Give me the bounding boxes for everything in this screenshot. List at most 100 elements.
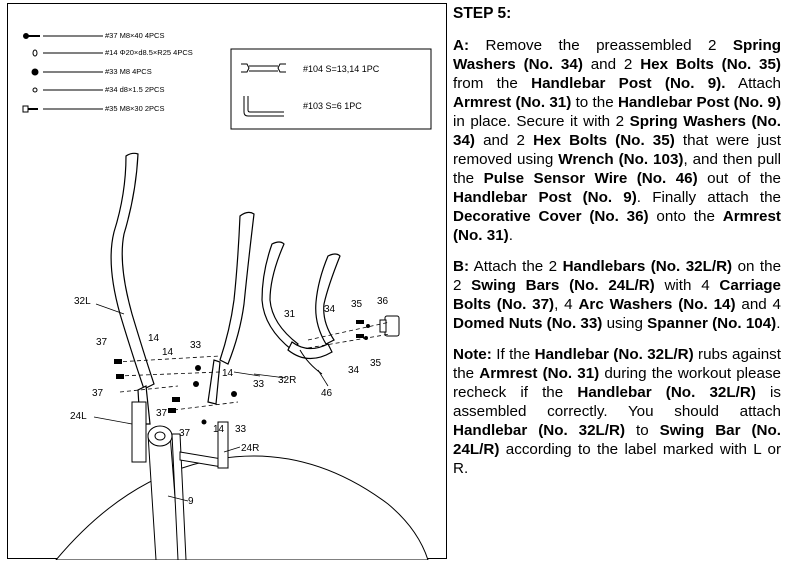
bold-text-run: Swing Bars (No. 24L/R) — [471, 277, 655, 294]
part-37-label: #37 M8×40 4PCS — [105, 31, 164, 40]
callout-31: 31 — [284, 309, 296, 320]
arc-washer-icon — [32, 49, 38, 57]
bold-text-run: Arc Washers (No. 14) — [578, 296, 736, 313]
spring-washer-icon — [32, 87, 38, 93]
part-33-label: #33 M8 4PCS — [105, 67, 152, 76]
text-run: Attach the 2 — [469, 258, 563, 275]
base-contour — [55, 455, 429, 560]
wrench-icon — [241, 63, 286, 73]
text-run: with 4 — [654, 277, 720, 294]
text-run: that were just removed using — [453, 132, 781, 168]
decorative-cover-36 — [379, 315, 400, 337]
handlebar-32R — [207, 211, 255, 405]
assembly-guides — [115, 321, 391, 411]
text-run: on the 2 — [453, 258, 782, 294]
domed-nut-icon — [31, 68, 39, 76]
callout-46: 46 — [321, 388, 333, 399]
bold-text-run: Swing Bar (No. 24L/R) — [453, 422, 781, 458]
callout-24L: 24L — [70, 411, 87, 422]
hex-key-icon — [243, 96, 284, 117]
assembly-diagram: #37 M8×40 4PCS #14 Φ20×d8.5×R25 4PCS #33… — [22, 31, 432, 560]
text-run: from the — [453, 75, 532, 92]
callout-37: 37 — [156, 408, 168, 419]
text-run: and 2 — [474, 132, 534, 149]
instruction-paragraph-a: A: Remove the preassembled 2 Spring Wash… — [453, 36, 781, 245]
text-run: , and then pull the — [453, 151, 782, 187]
text-run: If the — [491, 346, 535, 363]
part-14-label: #14 Φ20×d8.5×R25 4PCS — [105, 48, 193, 57]
part-34-label: #34 d8×1.5 2PCS — [105, 85, 164, 94]
text-run: is assembled correctly. You should attac… — [453, 384, 781, 420]
tool-104-label: #104 S=13,14 1PC — [303, 64, 380, 74]
callout-32R: 32R — [278, 375, 296, 386]
bold-text-run: Handlebar Post (No. 9). — [531, 75, 726, 92]
swing-bar-24L — [131, 401, 173, 463]
bold-text-run: Spring Washers (No. 34) — [453, 37, 781, 73]
bold-text-run: Pulse Sensor Wire (No. 46) — [483, 170, 698, 187]
text-run: and 4 — [735, 296, 781, 313]
text-run: , 4 — [554, 296, 579, 313]
bold-text-run: Handlebars (No. 32L/R) — [562, 258, 733, 275]
text-run: using — [602, 315, 648, 332]
instruction-paragraph-b: B: Attach the 2 Handlebars (No. 32L/R) o… — [453, 257, 781, 333]
text-run: . Finally attach the — [636, 189, 781, 206]
callout-leaders — [93, 303, 329, 502]
text-run: according to the label marked with L or … — [453, 441, 781, 477]
bold-text-run: Armrest (No. 31) — [453, 208, 781, 244]
callout-36: 36 — [377, 296, 389, 307]
callout-37: 37 — [179, 428, 191, 439]
callout-33: 33 — [253, 379, 265, 390]
bold-text-run: Handlebar Post (No. 9) — [617, 94, 781, 111]
text-run: during the workout please recheck if the — [453, 365, 781, 401]
text-run: in place. Secure it with 2 — [453, 113, 630, 130]
bold-text-run: Armrest (No. 31) — [479, 365, 600, 382]
text-run: to the — [571, 94, 618, 111]
bold-text-run: Spanner (No. 104) — [647, 315, 777, 332]
bold-text-run: Hex Bolts (No. 35) — [640, 56, 781, 73]
callout-32L: 32L — [74, 296, 91, 307]
bold-text-run: Hex Bolts (No. 35) — [533, 132, 675, 149]
callout-34: 34 — [324, 304, 336, 315]
instructions-column: STEP 5: A: Remove the preassembled 2 Spr… — [453, 4, 781, 490]
carriage-bolt-icon — [23, 33, 40, 39]
tools-box: #104 S=13,14 1PC #103 S=6 1PC — [230, 48, 432, 130]
callout-14: 14 — [222, 368, 234, 379]
hex-bolt-icon — [22, 105, 38, 113]
bold-text-run: Note: — [453, 346, 492, 363]
parts-list — [22, 33, 103, 113]
armrest-31 — [261, 241, 341, 360]
text-run: Attach — [725, 75, 781, 92]
callout-34: 34 — [348, 365, 360, 376]
callout-37: 37 — [96, 337, 108, 348]
text-run: out of the — [697, 170, 781, 187]
callout-14: 14 — [148, 333, 160, 344]
text-run: . — [776, 315, 781, 332]
callout-35: 35 — [351, 299, 363, 310]
bold-text-run: Handlebar (No. 32L/R) — [534, 346, 694, 363]
handlebar-post — [147, 433, 187, 560]
handlebar-32L — [110, 152, 155, 425]
bold-text-run: Handlebar (No. 32L/R) — [577, 384, 756, 401]
bold-text-run: Decorative Cover (No. 36) — [453, 208, 649, 225]
callout-33: 33 — [190, 340, 202, 351]
text-run: to — [625, 422, 660, 439]
text-run: . — [508, 227, 513, 244]
instruction-note: Note: If the Handlebar (No. 32L/R) rubs … — [453, 345, 781, 478]
text-run: Remove the preassembled 2 — [469, 37, 733, 54]
assembly-diagram-frame: #37 M8×40 4PCS #14 Φ20×d8.5×R25 4PCS #33… — [7, 3, 447, 560]
bold-text-run: Armrest (No. 31) — [453, 94, 572, 111]
callout-14: 14 — [162, 347, 174, 358]
text-run: and 2 — [582, 56, 641, 73]
part-35-label: #35 M8×30 2PCS — [105, 104, 164, 113]
callout-33: 33 — [235, 424, 247, 435]
fasteners — [114, 320, 370, 425]
text-run: onto the — [648, 208, 723, 225]
bold-text-run: Carriage Bolts (No. 37) — [453, 277, 781, 313]
callout-14: 14 — [213, 424, 225, 435]
tool-103-label: #103 S=6 1PC — [303, 101, 362, 111]
bold-text-run: A: — [453, 37, 470, 54]
bold-text-run: Spring Washers (No. 34) — [453, 113, 781, 149]
bold-text-run: B: — [453, 258, 470, 275]
callout-24R: 24R — [241, 443, 259, 454]
bold-text-run: Handlebar Post (No. 9) — [453, 189, 637, 206]
